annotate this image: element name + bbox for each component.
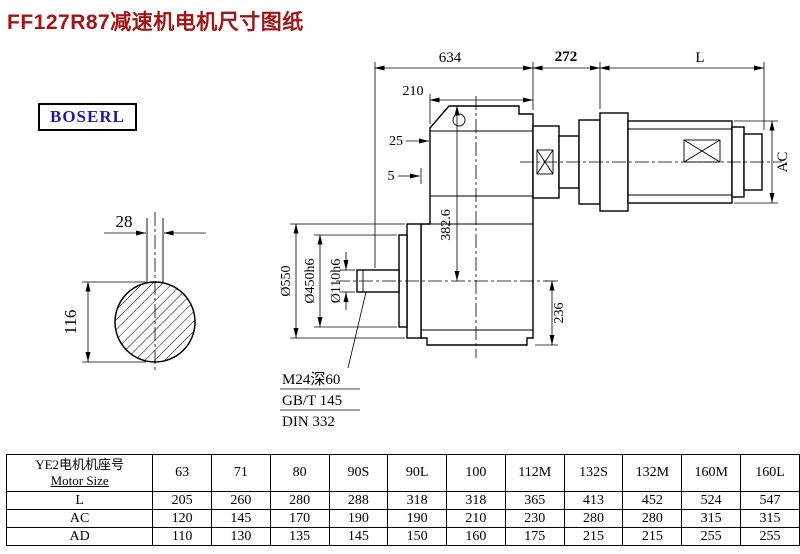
cell: 524 bbox=[681, 491, 742, 510]
header-motor-size: YE2电机机座号 Motor Size bbox=[5, 454, 154, 492]
dim-28: 28 bbox=[116, 212, 133, 231]
dim-dia110: Ø110h6 bbox=[329, 259, 344, 304]
cell: 547 bbox=[740, 491, 800, 510]
table-row-AC: AC 120 145 170 190 190 210 230 280 280 3… bbox=[5, 509, 800, 528]
dim-25: 25 bbox=[389, 134, 403, 149]
cell: 255 bbox=[740, 527, 800, 546]
row-label: AC bbox=[5, 509, 154, 528]
size-col: 112M bbox=[504, 454, 565, 492]
size-col: 71 bbox=[211, 454, 271, 492]
technical-drawing: 634 272 L 210 25 5 28 116 Ø550 Ø450h6 Ø1… bbox=[61, 49, 791, 430]
dim-dia450: Ø450h6 bbox=[303, 258, 318, 303]
cell: 150 bbox=[387, 527, 448, 546]
cell: 315 bbox=[681, 509, 742, 528]
size-col: 80 bbox=[269, 454, 330, 492]
cell: 230 bbox=[504, 509, 565, 528]
cell: 413 bbox=[563, 491, 624, 510]
size-col: 100 bbox=[446, 454, 506, 492]
dim-AC: AC bbox=[775, 152, 791, 173]
size-col: 90L bbox=[387, 454, 448, 492]
cell: 280 bbox=[269, 491, 330, 510]
cell: 318 bbox=[446, 491, 506, 510]
dim-210: 210 bbox=[403, 84, 424, 99]
cell: 145 bbox=[328, 527, 389, 546]
page-title: FF127R87减速机电机尺寸图纸 bbox=[7, 11, 304, 34]
centerlines bbox=[154, 96, 782, 372]
dimension-lines bbox=[82, 62, 778, 411]
dim-236: 236 bbox=[552, 303, 567, 324]
note-thread: M24深60 bbox=[282, 371, 340, 388]
cell: 215 bbox=[563, 527, 624, 546]
size-col: 90S bbox=[328, 454, 389, 492]
dim-382-6: 382.6 bbox=[439, 209, 454, 241]
size-col: 160L bbox=[740, 454, 800, 492]
boserl-logo: BOSERL bbox=[38, 103, 137, 131]
size-col: 132S bbox=[563, 454, 624, 492]
dim-634: 634 bbox=[439, 50, 462, 66]
row-label: L bbox=[5, 491, 154, 510]
cell: 280 bbox=[563, 509, 624, 528]
table-row-L: L 205 260 280 288 318 318 365 413 452 52… bbox=[5, 491, 800, 510]
note-gbt145: GB/T 145 bbox=[282, 393, 342, 409]
cell: 280 bbox=[622, 509, 683, 528]
dim-272: 272 bbox=[555, 49, 578, 65]
header-en: Motor Size bbox=[50, 472, 109, 488]
cell: 175 bbox=[504, 527, 565, 546]
table-row-AD: AD 110 130 135 145 150 160 175 215 215 2… bbox=[5, 527, 800, 546]
dim-dia550: Ø550 bbox=[279, 265, 294, 296]
dim-116: 116 bbox=[61, 310, 80, 335]
cell: 120 bbox=[152, 509, 213, 528]
cell: 452 bbox=[622, 491, 683, 510]
cell: 315 bbox=[740, 509, 800, 528]
cell: 318 bbox=[387, 491, 448, 510]
cell: 215 bbox=[622, 527, 683, 546]
cell: 255 bbox=[681, 527, 742, 546]
row-label: AD bbox=[5, 527, 154, 546]
dim-5: 5 bbox=[388, 169, 395, 184]
cell: 205 bbox=[152, 491, 213, 510]
cell: 210 bbox=[446, 509, 506, 528]
cell: 288 bbox=[328, 491, 389, 510]
size-col: 63 bbox=[152, 454, 213, 492]
gearbox-housing bbox=[420, 105, 534, 346]
header-cn: YE2电机机座号 bbox=[35, 456, 125, 472]
cell: 130 bbox=[211, 527, 271, 546]
cell: 190 bbox=[387, 509, 448, 528]
cell: 260 bbox=[211, 491, 271, 510]
cell: 170 bbox=[269, 509, 330, 528]
cell: 135 bbox=[269, 527, 330, 546]
size-col: 132M bbox=[622, 454, 683, 492]
dim-L: L bbox=[695, 50, 704, 66]
motor-size-table: YE2电机机座号 Motor Size 63 71 80 90S 90L 100… bbox=[5, 454, 800, 546]
dimension-labels: 634 272 L 210 25 5 28 116 Ø550 Ø450h6 Ø1… bbox=[61, 49, 791, 430]
cell: 145 bbox=[211, 509, 271, 528]
cell: 160 bbox=[446, 527, 506, 546]
size-col: 160M bbox=[681, 454, 742, 492]
note-din332: DIN 332 bbox=[282, 414, 335, 430]
table-header-row: YE2电机机座号 Motor Size 63 71 80 90S 90L 100… bbox=[5, 454, 800, 492]
cell: 110 bbox=[152, 527, 213, 546]
cell: 190 bbox=[328, 509, 389, 528]
cell: 365 bbox=[504, 491, 565, 510]
